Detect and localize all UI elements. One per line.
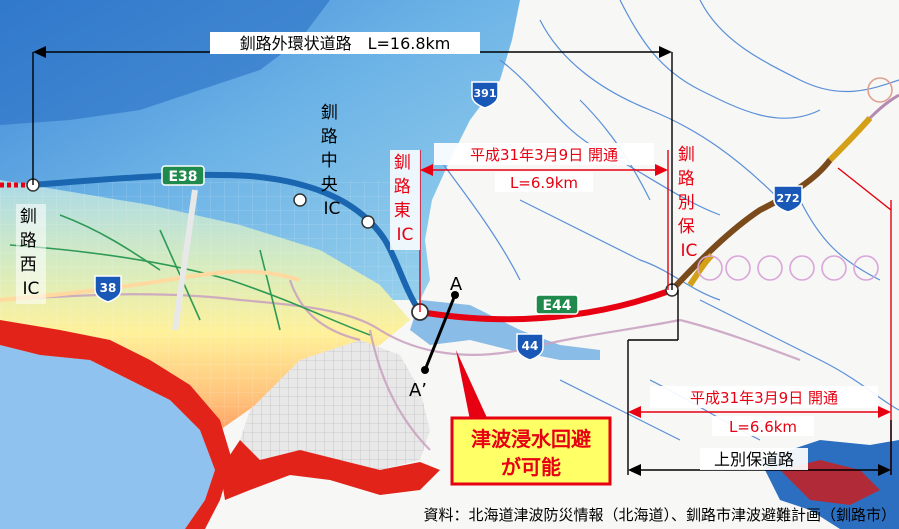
kamibetsuho-road-label: 上別保道路: [714, 450, 794, 469]
shield-44: 44: [516, 333, 544, 361]
shield-38-label: 38: [100, 281, 117, 295]
section-label-a-prime: A’: [409, 380, 427, 401]
ic-marker-chuo: [293, 193, 307, 207]
ic-label-chuo-text: 釧 路 中 央 IC: [321, 103, 343, 219]
shield-e38-label: E38: [168, 169, 197, 185]
boundary-lines: [0, 279, 801, 451]
ring-road-existing: [27, 171, 423, 315]
ic-label-betsuho: 釧 路 別 保 IC: [678, 145, 700, 261]
ic-label-higashi: 釧 路 東 IC: [390, 150, 420, 250]
ic-nishi-char-4: IC: [23, 279, 40, 299]
east-opening-length: L=6.9km: [510, 174, 578, 192]
coast-red-band: [0, 320, 232, 529]
kamibetsuho-opening-date: 平成31年3月9日 開通: [690, 389, 838, 407]
shield-44-label: 44: [522, 339, 539, 353]
ic-label-betsuho-text: 釧 路 別 保 IC: [678, 145, 700, 261]
ic-label-nishi: 釧 路 西 IC: [16, 204, 46, 304]
river-network: [439, 0, 899, 441]
shield-272: 272: [773, 185, 803, 213]
kamibetsuho-dimension: 平成31年3月9日 開通 L=6.6km 上別保道路: [627, 167, 892, 476]
kamibetsuho-opening-length: L=6.6km: [729, 418, 797, 436]
section-line: A A’: [409, 274, 463, 401]
north-road: [172, 189, 198, 331]
ic-nishi-char-2: 路: [20, 231, 37, 251]
kamibetsuho-road-section: [669, 157, 833, 293]
shield-391-label: 391: [474, 87, 497, 100]
ring-road-dimension: 釧路外環状道路 L=16.8km: [32, 32, 673, 290]
callout-tsunami-avoidance: 津波浸水回避 が可能: [450, 350, 612, 486]
ic-marker-chuo-2: [361, 215, 375, 229]
source-note: 資料：北海道津波防災情報（北海道）、釧路市津波避難計画（釧路市）: [423, 506, 896, 524]
callout-line-2: が可能: [501, 455, 561, 479]
shield-38: 38: [94, 275, 122, 303]
ic-label-higashi-text: 釧 路 東 IC: [394, 153, 416, 245]
shield-272-label: 272: [777, 192, 800, 205]
shield-391: 391: [471, 81, 499, 109]
peninsula-red-shore: [220, 440, 440, 500]
sea: [0, 345, 215, 529]
shield-e44: E44: [535, 294, 579, 315]
ic-nishi-char-3: 西: [20, 255, 37, 275]
section-label-a: A: [450, 274, 463, 295]
east-opening-date: 平成31年3月9日 開通: [470, 146, 618, 164]
ic-label-nishi-text: 釧 路 西 IC: [20, 207, 42, 299]
kamibetsuho-road-yellow-b: [827, 116, 873, 163]
lower-right-lake-red: [780, 460, 880, 505]
inundation-zone-blue-dark: [0, 0, 330, 125]
ring-road-east-section: [417, 287, 675, 323]
ic-label-chuo: 釧 路 中 央 IC: [321, 103, 343, 219]
future-road: [868, 93, 899, 120]
shield-e44-label: E44: [542, 298, 571, 314]
ring-road-label: 釧路外環状道路 L=16.8km: [240, 34, 451, 53]
east-section-dimension: 平成31年3月9日 開通 L=6.9km: [419, 143, 669, 312]
future-route-circles: [697, 77, 893, 281]
callout-line-1: 津波浸水回避: [471, 427, 591, 451]
shield-e38: E38: [161, 165, 205, 186]
ic-nishi-char-1: 釧: [20, 207, 37, 227]
